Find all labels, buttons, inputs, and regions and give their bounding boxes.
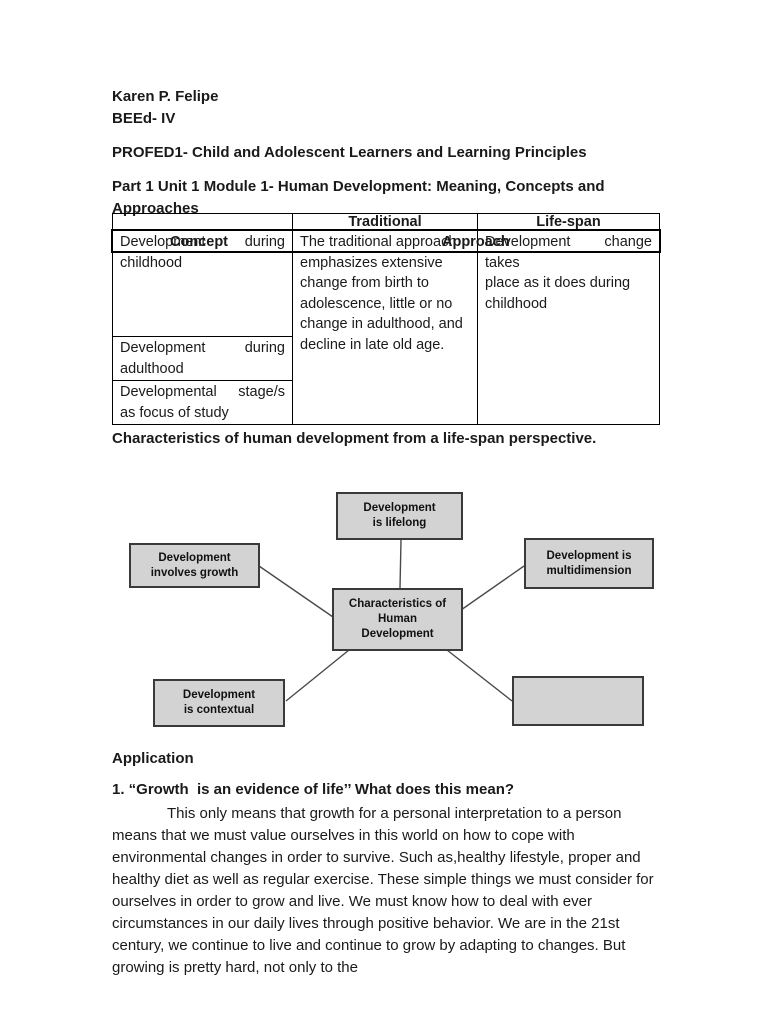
traditional-cell: The traditional approach emphasizes exte…	[292, 230, 478, 425]
row-label-text: during	[244, 340, 285, 356]
traditional-cell-text: The traditional approach emphasizes exte…	[300, 234, 463, 353]
table-header-lifespan: Life-span	[477, 213, 660, 231]
diagram-box-lifelong: Development is lifelong	[336, 492, 463, 540]
diagram-box-empty	[512, 676, 644, 726]
comparison-table-wrap: Traditional Life-span Development during…	[111, 213, 661, 425]
spacer	[112, 164, 659, 176]
table-header-blank	[112, 213, 293, 231]
application-heading: Application	[112, 750, 194, 767]
connector-line	[446, 649, 513, 702]
row-label-text: adulthood	[120, 360, 184, 377]
table-row-label-childhood: Development during childhood	[112, 230, 293, 337]
spacer	[112, 130, 659, 142]
table-row-label-stages: Developmental stage/s as focus of study	[112, 380, 293, 425]
diagram-box-center: Characteristics of Human Development	[332, 588, 463, 651]
diagram-box-contextual: Development is contextual	[153, 679, 285, 727]
lifespan-cell-text: change	[604, 234, 652, 250]
row-label-line: Development during	[120, 232, 285, 253]
table-header-row: Traditional Life-span	[112, 213, 660, 231]
diagram-connectors	[258, 539, 525, 702]
document-header: Karen P. Felipe BEEd- IV PROFED1- Child …	[112, 86, 659, 220]
comparison-table: Traditional Life-span Development during…	[112, 213, 660, 425]
author-name: Karen P. Felipe	[112, 88, 219, 105]
connector-line	[285, 649, 350, 702]
connector-line	[460, 565, 525, 611]
lifespan-cell: Development change takes place as it doe…	[477, 230, 660, 425]
application-question: 1. “Growth is an evidence of life’’ What…	[112, 781, 515, 798]
row-label-text: during	[244, 234, 285, 250]
lifespan-cell-line: Development change	[485, 232, 652, 253]
lifespan-cell-text: takes place as it does during childhood	[485, 254, 631, 312]
connector-line	[258, 565, 334, 618]
connector-line	[399, 539, 402, 589]
row-label-text: Development	[120, 234, 206, 250]
table-row: Development during adulthood	[112, 336, 660, 381]
diagram-box-multidimension: Development is multidimension	[524, 538, 654, 589]
table-row-label-adulthood: Development during adulthood	[112, 336, 293, 381]
module-title: Part 1 Unit 1 Module 1- Human Developmen…	[112, 178, 605, 217]
author-class: BEEd- IV	[112, 110, 176, 127]
diagram-box-growth: Development involves growth	[129, 543, 260, 588]
row-label-line: Development during	[120, 338, 285, 359]
application-answer: This only means that growth for a person…	[112, 805, 654, 976]
characteristics-heading: Characteristics of human development fro…	[112, 430, 597, 447]
table-header-traditional: Traditional	[292, 213, 478, 231]
lifespan-cell-text: Development	[485, 234, 571, 250]
row-label-text: childhood	[120, 254, 183, 271]
table-row: Developmental stage/s as focus of study	[112, 380, 660, 425]
row-label-text: Development	[120, 340, 206, 356]
course-title: PROFED1- Child and Adolescent Learners a…	[112, 144, 587, 161]
table-row: Development during childhood The traditi…	[112, 230, 660, 425]
